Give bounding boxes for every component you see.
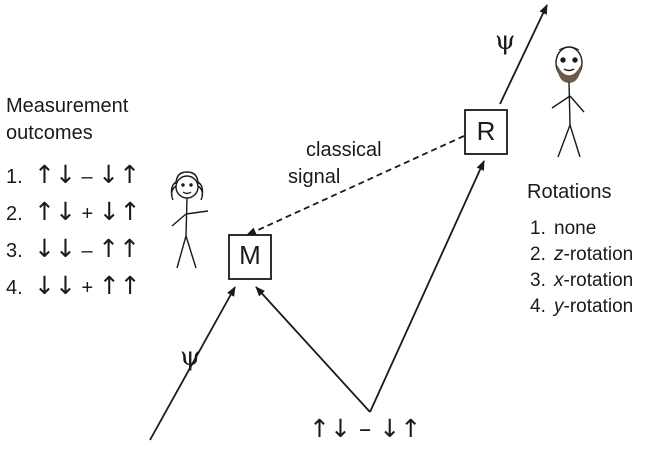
rotation-item-1: 1.none <box>530 218 597 239</box>
measurement-outcome-3: 3.↓↓ – ↑↑ <box>6 234 141 263</box>
rotation-box <box>464 109 508 155</box>
rotations-title: Rotations <box>527 181 612 203</box>
measurement-outcome-4: 4.↓↓ + ↑↑ <box>6 271 141 300</box>
alice-stick-figure <box>170 171 209 269</box>
measurement-outcome-1: 1.↑↓ – ↓↑ <box>6 160 141 189</box>
rotation-box-label: R <box>476 116 496 146</box>
psi-input-label: ψ <box>180 342 201 372</box>
rotation-item-2: 2.z-rotation <box>530 244 634 265</box>
measurement-outcome-2: 2.↑↓ + ↓↑ <box>6 197 141 226</box>
measurement-title-line2: outcomes <box>6 122 93 144</box>
psi-input-arrow <box>149 286 236 441</box>
alice-head <box>175 175 199 199</box>
classical-signal-label-line2: signal <box>288 166 341 188</box>
rotation-item-4: 4.y-rotation <box>530 296 634 317</box>
classical-signal-label-line1: classical <box>306 139 382 161</box>
bob-stick-figure <box>551 46 585 158</box>
rotation-item-3: 3.x-rotation <box>530 270 634 291</box>
measurement-box <box>228 234 272 280</box>
alice-hair <box>170 171 204 201</box>
entangled-line-to-r <box>369 160 485 413</box>
measurement-title-line1: Measurement <box>6 95 129 117</box>
bob-beard <box>556 65 582 83</box>
entangled-line-to-m <box>255 286 371 413</box>
psi-output-label: ψ <box>495 26 516 56</box>
measurement-box-label: M <box>239 240 261 270</box>
entangled-state-label: ↑↓ – ↓↑ <box>309 414 422 443</box>
psi-output-arrow <box>499 4 548 105</box>
